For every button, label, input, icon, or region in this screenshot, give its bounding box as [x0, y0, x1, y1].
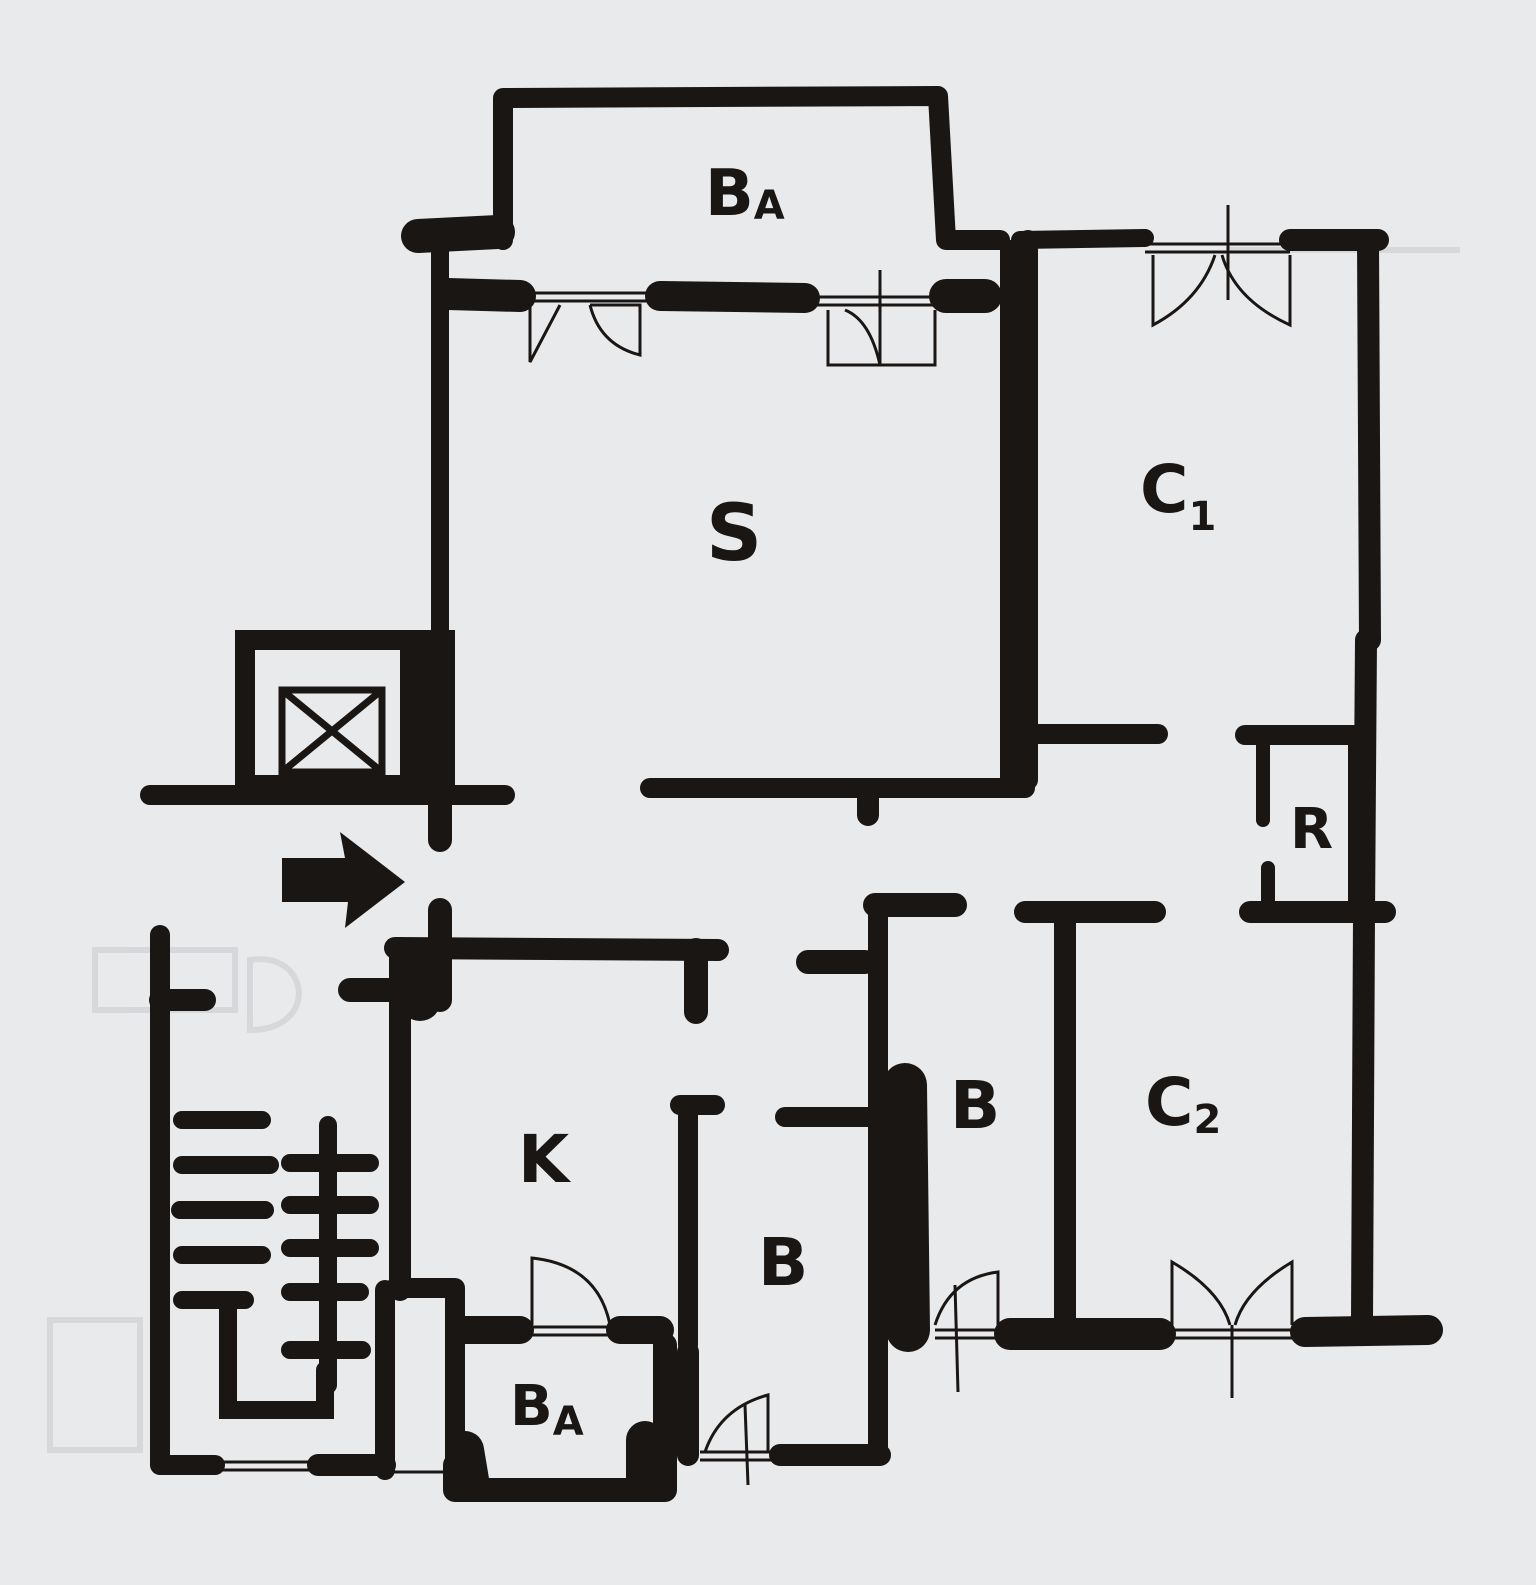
- door-swing-icon: [703, 1393, 770, 1486]
- right-arrow-icon: [282, 832, 405, 928]
- wall-balcony-top: [493, 86, 1010, 250]
- door-swing-icon: [933, 1270, 1000, 1393]
- room-label-storage: R: [1290, 797, 1333, 862]
- door-swing-icon: [528, 303, 642, 363]
- walls: [140, 86, 1443, 1502]
- room-label-bath-right: B: [950, 1067, 1000, 1144]
- door-swing-icon: [1170, 1259, 1294, 1398]
- door-swing-icon: [530, 1256, 612, 1326]
- room-labels: BA S C1 R K B B C2 BA: [510, 157, 1333, 1445]
- wall-stub-left-balcony: [401, 215, 515, 253]
- wall-c1-right: [1357, 229, 1381, 651]
- crossed-box-icon: [235, 630, 455, 795]
- door-swings: [528, 205, 1294, 1486]
- wall-balcony-bottom-corner-l: [446, 1431, 489, 1499]
- room-label-bedroom-1: C1: [1140, 451, 1216, 540]
- room-label-balcony-bottom: BA: [510, 1374, 584, 1445]
- wall-bath-divider-thick: [883, 1063, 930, 1352]
- room-label-balcony-top: BA: [705, 157, 785, 231]
- wall-c2-bottom-right: [1290, 1315, 1443, 1347]
- room-label-bedroom-2: C2: [1145, 1064, 1221, 1143]
- wall-living-top-pier: [645, 281, 820, 313]
- wall-kitchen-top: [384, 937, 729, 961]
- wall-stair-outer: [150, 925, 225, 1475]
- wall-c2-right: [1351, 904, 1375, 1331]
- door-swing-icon: [826, 270, 937, 367]
- room-label-bath-left: B: [758, 1224, 808, 1301]
- wall-living-top-left: [432, 278, 536, 312]
- staircase-icon: [171, 1111, 379, 1419]
- door-swing-icon: [1151, 205, 1292, 328]
- room-label-kitchen: K: [518, 1121, 572, 1198]
- room-label-living: S: [706, 489, 762, 579]
- wall-c1-top-left: [1011, 229, 1154, 249]
- wall-stair-inner: [385, 1278, 465, 1500]
- wall-r-outer: [1353, 629, 1377, 926]
